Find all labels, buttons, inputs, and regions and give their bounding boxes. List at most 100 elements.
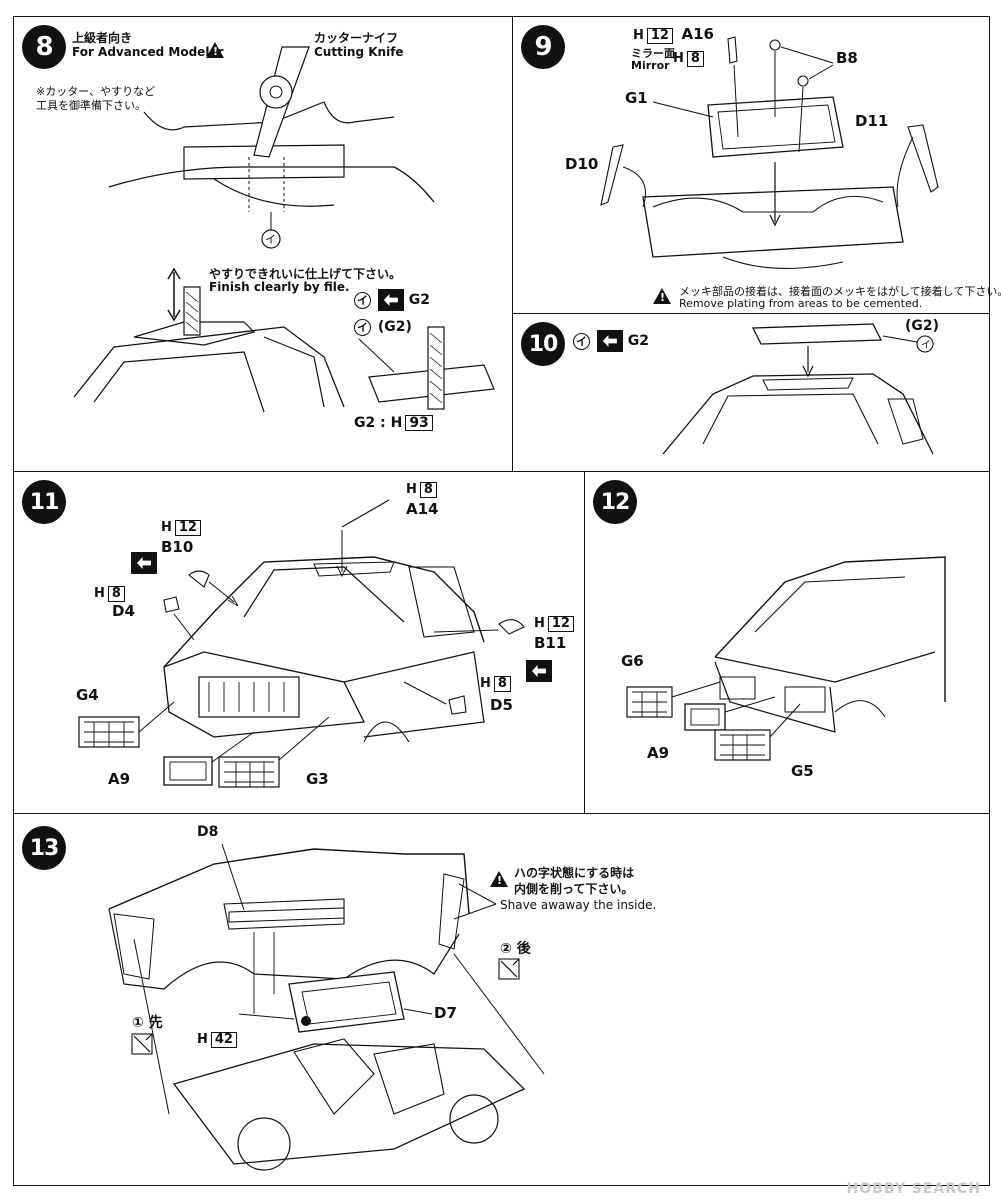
part-label-g6: G6 <box>621 652 644 670</box>
shave-note-en: Shave awaway the inside. <box>500 898 657 912</box>
step-number: 8 <box>22 25 66 69</box>
part-label-d5: D5 <box>490 696 513 714</box>
step-11-illustration <box>78 499 525 788</box>
part-label-a9: A9 <box>647 744 670 762</box>
color-h-number: 8 <box>107 586 125 602</box>
color-h-number: 8 <box>419 482 437 498</box>
part-label-a14: A14 <box>406 500 439 518</box>
plating-icon <box>377 289 404 311</box>
color-h-number: 8 <box>686 51 704 67</box>
step-13-panel: 13 D8 ハの字状態にする時は 内 <box>13 813 990 1186</box>
part-label-a9: A9 <box>108 770 131 788</box>
step-8-illustration <box>73 46 495 413</box>
shave-note-jp-2: 内側を削って下さい。 <box>514 882 634 896</box>
step-10-illustration <box>662 323 934 455</box>
color-h-number: 42 <box>210 1032 237 1048</box>
part-label-g2-paren: (G2) <box>905 318 940 334</box>
advanced-en-label: For Advanced Modelor <box>72 45 224 59</box>
circle-i-icon: イ <box>354 319 371 336</box>
color-h-number: 93 <box>405 415 433 431</box>
part-i-g2-paren-row: イ (G2) <box>354 319 412 336</box>
warning-icon <box>490 868 512 887</box>
color-h-number: 12 <box>646 28 673 44</box>
part-i-g2-row: イ G2 <box>573 330 649 352</box>
color-h-label: H <box>480 676 491 691</box>
part-label-b8: B8 <box>836 49 858 67</box>
mirror-jp-label: ミラー面 <box>631 47 675 60</box>
color-h-number: 8 <box>493 676 511 692</box>
part-label-g2-paren: (G2) <box>377 319 412 335</box>
step-12-panel: 12 G6 A9 G5 <box>584 471 990 814</box>
order-label-rear: 後 <box>516 941 531 957</box>
shave-note-jp-1: ハの字状態にする時は <box>514 866 635 880</box>
step-10-panel: 10 イ G2 (G2) イ <box>512 313 990 472</box>
step-13-illustration <box>108 843 545 1171</box>
color-part-label: G2 <box>354 415 376 431</box>
circle-i-icon: イ <box>354 292 371 309</box>
part-label-g2: G2 <box>627 333 649 349</box>
color-h-label: H <box>633 28 644 43</box>
color-h-number: 12 <box>547 616 574 632</box>
part-label-d8: D8 <box>197 824 219 840</box>
color-h-label: H <box>94 586 105 601</box>
color-h-label: H <box>534 616 545 631</box>
part-label-d7: D7 <box>434 1004 457 1022</box>
part-label-b10: B10 <box>161 538 194 556</box>
plating-icon <box>131 552 157 574</box>
knife-jp-label: カッターナイフ <box>314 31 399 45</box>
circle-i-marker: イ <box>921 340 931 351</box>
tools-note-1: ※カッター、やすりなど <box>36 85 156 98</box>
part-label-g4: G4 <box>76 686 99 704</box>
circle-i-marker: イ <box>265 233 276 246</box>
watermark: HOBBY SEARCH <box>846 1181 981 1197</box>
part-label-d10: D10 <box>565 155 599 173</box>
color-h-label: H <box>390 415 403 431</box>
order-label-front: 先 <box>148 1015 163 1031</box>
warning-icon <box>206 39 228 58</box>
part-label-g5: G5 <box>791 762 814 780</box>
step-number: 10 <box>521 322 565 366</box>
step-9-illustration <box>600 36 939 269</box>
order-step-1: ① 先 <box>132 1012 163 1032</box>
file-jp-label: やすりできれいに仕上げて下さい。 <box>209 267 402 281</box>
part-label-g3: G3 <box>306 770 329 788</box>
part-label-b11: B11 <box>534 634 567 652</box>
color-h-label: H <box>673 51 684 66</box>
step-number: 12 <box>593 480 637 524</box>
step-number: 9 <box>521 25 565 69</box>
part-label-d11: D11 <box>855 112 889 130</box>
circle-i-icon: イ <box>573 333 590 350</box>
color-h-label: H <box>197 1032 208 1047</box>
order-step-2: ② 後 <box>500 938 531 958</box>
step-number: 13 <box>22 826 66 870</box>
plating-note-jp: メッキ部品の接着は、接着面のメッキをはがして接着して下さい。 <box>679 285 1001 298</box>
order-circle-1: ① <box>132 1015 144 1031</box>
file-en-label: Finish clearly by file. <box>209 280 350 294</box>
part-label-a16: A16 <box>681 25 714 43</box>
tools-note-2: 工具を御準備下さい。 <box>36 99 146 112</box>
plating-icon <box>526 660 552 682</box>
plating-note-en: Remove plating from areas to be cemented… <box>679 297 923 310</box>
step-11-panel: 11 <box>13 471 585 814</box>
warning-icon <box>653 285 675 304</box>
part-label-g1: G1 <box>625 89 648 107</box>
knife-en-label: Cutting Knife <box>314 45 404 59</box>
part-label-d4: D4 <box>112 602 135 620</box>
color-h-label: H <box>161 520 172 535</box>
part-i-g2-row: イ G2 <box>354 289 430 311</box>
step-8-panel: 8 上級者向き For Advanced Modelor カッターナイフ Cut… <box>13 16 513 472</box>
step-number: 11 <box>22 480 66 524</box>
part-label-g2: G2 <box>408 292 430 308</box>
mirror-en-label: Mirror <box>631 59 670 72</box>
step-12-illustration <box>626 556 946 761</box>
color-h-number: 12 <box>174 520 201 536</box>
